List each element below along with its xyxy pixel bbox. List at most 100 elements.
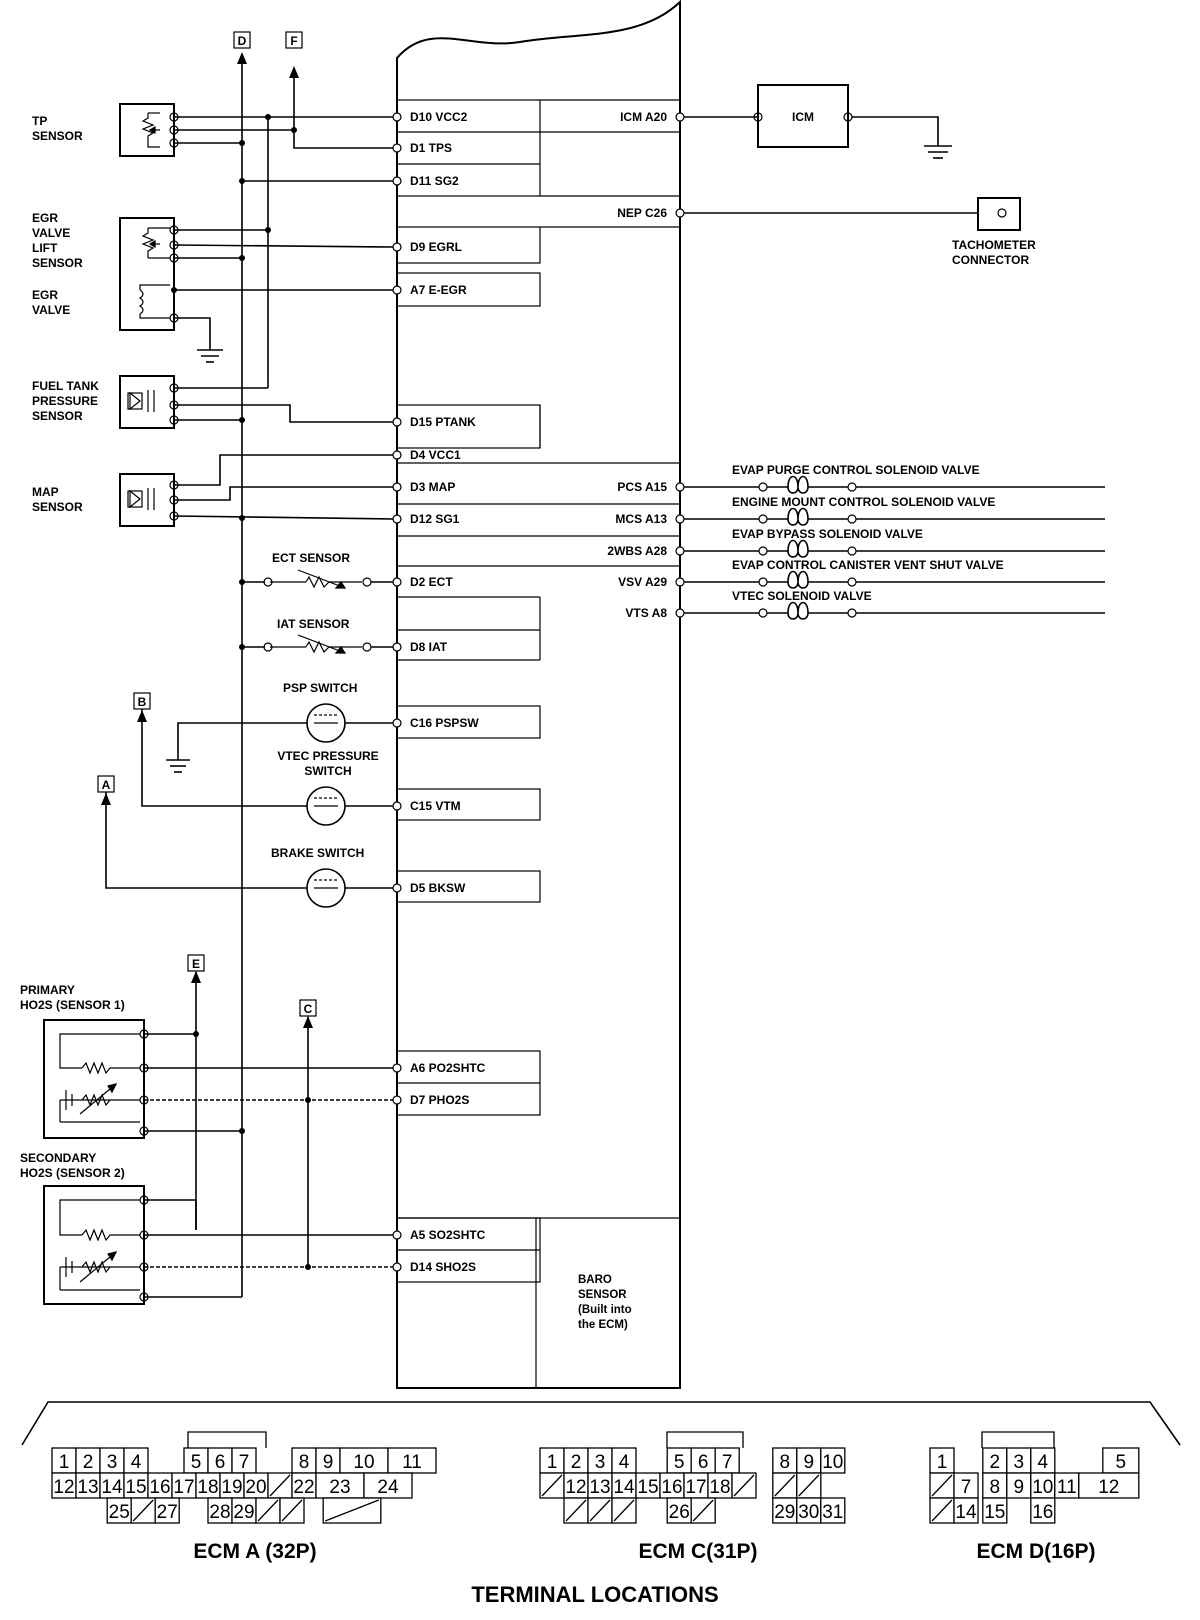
- terminal-vts-a8: VTS A8: [625, 606, 667, 620]
- connector-pin-label: 3: [107, 1452, 118, 1473]
- connector-pin-label: 28: [209, 1502, 230, 1523]
- terminal-d15-ptank: D15 PTANK: [410, 415, 476, 429]
- connector-pin: 28: [207, 1497, 233, 1524]
- terminal-icm-a20: ICM A20: [620, 110, 667, 124]
- terminal-vsv-a29: VSV A29: [618, 575, 667, 589]
- terminal-c15-vtm: C15 VTM: [410, 799, 461, 813]
- terminal-d3-map: D3 MAP: [410, 480, 455, 494]
- connector-pin: 1: [539, 1447, 565, 1474]
- connector-pin-label: 27: [157, 1502, 178, 1523]
- bus-arrows: [237, 52, 299, 78]
- solenoid-coils: [758, 475, 857, 620]
- connector-pin-label: 6: [698, 1452, 709, 1473]
- terminal-d14-sho2s: D14 SHO2S: [410, 1260, 476, 1274]
- terminal-a7-e-egr: A7 E-EGR: [410, 283, 467, 297]
- icm-box: [757, 84, 849, 148]
- connector-pin: 4: [1030, 1447, 1056, 1474]
- connector-pin: 6: [690, 1447, 716, 1474]
- connector-pin: 23: [315, 1472, 365, 1499]
- terminal-d12-sg1: D12 SG1: [410, 512, 460, 526]
- connector-pin-label: 22: [293, 1477, 314, 1498]
- connector-pin: 27: [154, 1497, 180, 1524]
- connector-pin-label: 15: [984, 1502, 1005, 1523]
- connector-pin: [255, 1497, 281, 1524]
- ecm-left-terminal-labels: D10 VCC2 D1 TPS D11 SG2 D9 EGRL A7 E-EGR…: [410, 110, 486, 1274]
- connector-pin-label: 7: [722, 1452, 733, 1473]
- connector-pin: 7: [231, 1447, 257, 1474]
- ecm-a-caption: ECM A (32P): [193, 1540, 316, 1563]
- terminal-d7-pho2s: D7 PHO2S: [410, 1093, 469, 1107]
- fuel-tank-pressure-sensor-box: [119, 375, 175, 429]
- connector-pin-label: 12: [53, 1477, 74, 1498]
- connector-pin-label: 9: [323, 1452, 334, 1473]
- connector-pin-label: 19: [221, 1477, 242, 1498]
- secondary-ho2s-box: [43, 1185, 145, 1305]
- connector-pin-label: 16: [1032, 1502, 1053, 1523]
- connector-pin-label: 13: [589, 1477, 610, 1498]
- connector-pin-label: 8: [990, 1477, 1001, 1498]
- egr-sensor-box: [119, 217, 175, 331]
- connector-pin-label: 14: [101, 1477, 123, 1498]
- connector-pin-label: 18: [709, 1477, 730, 1498]
- connector-pin: [690, 1497, 716, 1524]
- marker-f: [285, 31, 303, 49]
- connector-pin: 1: [51, 1447, 77, 1474]
- connector-pin: [130, 1497, 156, 1524]
- connector-pin: [563, 1497, 589, 1524]
- connector-pin-label: 31: [822, 1502, 843, 1523]
- connector-pin: 10: [1030, 1472, 1056, 1499]
- ect-sensor-label: ECT SENSOR: [272, 551, 350, 565]
- connector-pin: 16: [147, 1472, 173, 1499]
- ecm-right-terminal-labels: ICM A20 NEP C26 PCS A15 MCS A13 2WBS A28…: [607, 110, 667, 620]
- terminal-2wbs-a28: 2WBS A28: [607, 544, 667, 558]
- connector-pin: [772, 1472, 798, 1499]
- connector-pin: 15: [123, 1472, 149, 1499]
- connector-pin: 11: [387, 1447, 437, 1474]
- connector-pin: 17: [683, 1472, 709, 1499]
- connector-pin: 4: [123, 1447, 149, 1474]
- connector-pin: 24: [363, 1472, 413, 1499]
- map-sensor-box: [119, 473, 175, 527]
- connector-pin: [796, 1472, 822, 1499]
- connector-pin-label: 5: [191, 1452, 202, 1473]
- connector-pin-label: 10: [1032, 1477, 1053, 1498]
- engine-mount-solenoid-label: ENGINE MOUNT CONTROL SOLENOID VALVE: [732, 495, 995, 509]
- connector-pin-label: 17: [173, 1477, 194, 1498]
- connector-pin-label: 6: [215, 1452, 226, 1473]
- evap-bypass-solenoid-label: EVAP BYPASS SOLENOID VALVE: [732, 527, 923, 541]
- connector-pin: 3: [1006, 1447, 1032, 1474]
- connector-pin: 3: [99, 1447, 125, 1474]
- ecm-body: [396, 0, 681, 1389]
- connector-pin: 12: [1078, 1472, 1140, 1499]
- connector-pin: 7: [714, 1447, 740, 1474]
- connector-pin-label: 15: [125, 1477, 146, 1498]
- connector-face-outline: [21, 1401, 1181, 1446]
- connector-pin-label: 15: [637, 1477, 658, 1498]
- tp-sensor-symbol: [141, 112, 160, 148]
- connector-pin: 8: [982, 1472, 1008, 1499]
- connector-pin: 16: [1030, 1497, 1056, 1524]
- connector-pin-label: 8: [299, 1452, 310, 1473]
- connector-pin-label: 30: [798, 1502, 819, 1523]
- connector-pin-label: 7: [961, 1477, 972, 1498]
- connector-pin: 2: [563, 1447, 589, 1474]
- solenoid-coil-5: [758, 601, 857, 620]
- connector-pin-label: 14: [955, 1502, 977, 1523]
- vtec-solenoid-label: VTEC SOLENOID VALVE: [732, 589, 872, 603]
- connector-pin: 3: [587, 1447, 613, 1474]
- connector-pin: 26: [666, 1497, 692, 1524]
- ecm-left-label-boxes: [396, 99, 680, 1388]
- connector-pin: [929, 1472, 955, 1499]
- icm-label: ICM: [792, 110, 814, 124]
- terminal-d5-bksw: D5 BKSW: [410, 881, 466, 895]
- connector-pin-label: 8: [780, 1452, 791, 1473]
- terminal-mcs-a13: MCS A13: [615, 512, 667, 526]
- connector-pin: 11: [1054, 1472, 1080, 1499]
- connector-pin-label: 9: [1014, 1477, 1025, 1498]
- solenoid-coil-3: [758, 539, 857, 558]
